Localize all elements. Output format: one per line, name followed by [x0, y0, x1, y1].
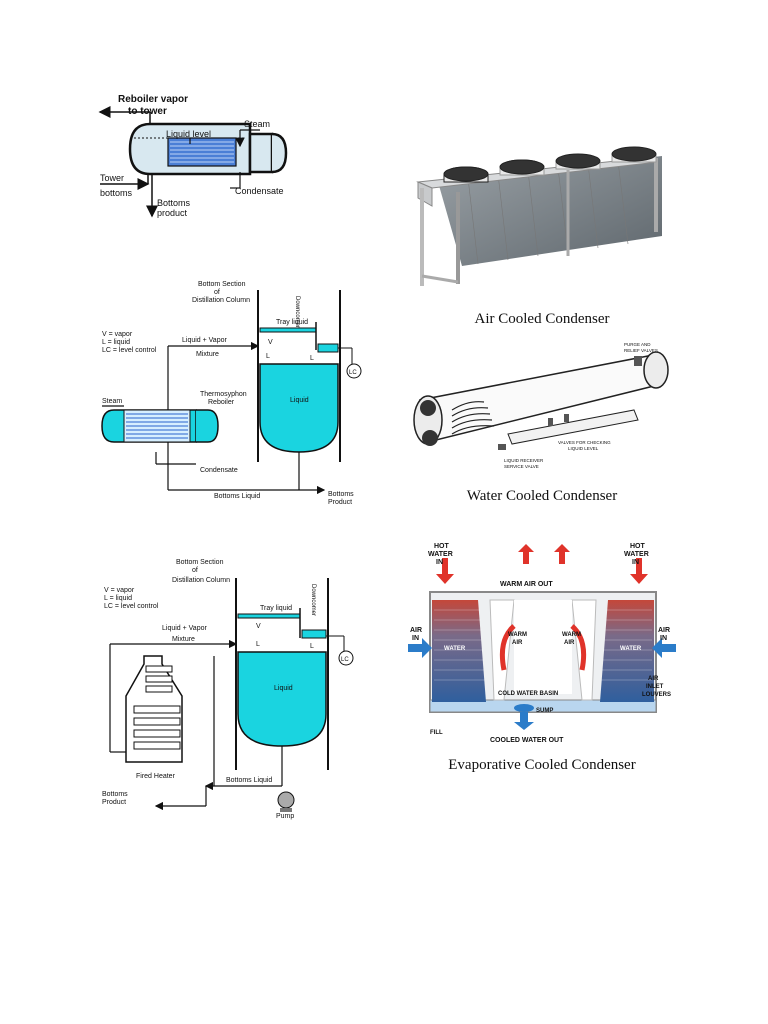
evaporative-caption: Evaporative Cooled Condenser	[448, 757, 636, 773]
legend-level-control: LC = level control	[104, 603, 159, 610]
fired-heater-label: Fired Heater	[136, 773, 176, 780]
air-in-left-2: IN	[412, 635, 419, 642]
level-control-marker: LC	[349, 370, 357, 376]
legend-vapor: V = vapor	[104, 587, 135, 594]
downcomer-label: Downcomer	[294, 296, 300, 328]
bottom-section-label-1: Bottom Section	[176, 559, 224, 566]
tray-liquid-label: Tray liquid	[276, 319, 308, 326]
warm-air-out-label: WARM AIR OUT	[500, 581, 553, 588]
legend-liquid: L = liquid	[104, 595, 132, 602]
pump-label: Pump	[276, 813, 294, 820]
valves-label-2: LIQUID LEVEL	[568, 446, 599, 451]
bottoms-label: bottoms	[100, 188, 133, 198]
bottom-section-label-2: of	[214, 289, 220, 296]
warm-air-right-2: AIR	[564, 640, 575, 646]
condensate-label: Condensate	[235, 186, 284, 196]
water-left-label: WATER	[444, 646, 466, 652]
legend-liquid: L = liquid	[102, 339, 130, 346]
bottom-section-label-3: Distillation Column	[192, 297, 250, 304]
hot-water-left-1: HOT	[434, 543, 450, 550]
bottoms-product-label-1: Bottoms	[102, 791, 128, 798]
bottom-section-label-3: Distillation Column	[172, 577, 230, 584]
bottoms-product-label-2: product	[157, 208, 188, 218]
liquid-vapor-label: Liquid + Vapor	[162, 625, 207, 632]
reboiler-label-2: Reboiler	[208, 399, 235, 406]
fill-label: FILL	[430, 730, 443, 736]
cooled-water-out-label: COOLED WATER OUT	[490, 737, 564, 744]
air-cooled-condenser-photo	[408, 136, 672, 296]
hot-water-right-1: HOT	[630, 543, 646, 550]
bottoms-product-label-1: Bottoms	[328, 491, 354, 498]
condensate-label: Condensate	[200, 467, 238, 474]
louvers-label-1: AIR	[648, 676, 659, 682]
louvers-label-3: LOUVERS	[642, 692, 671, 698]
evaporative-condenser-diagram: HOT WATER IN HOT WATER IN WARM AIR OUT A…	[404, 540, 680, 744]
tower-label: Tower	[100, 173, 124, 183]
level-control-marker: LC	[341, 657, 349, 663]
bottoms-liquid-label: Bottoms Liquid	[214, 493, 260, 500]
sump-label: SUMP	[536, 708, 553, 714]
mixture-label: Mixture	[196, 351, 219, 358]
receiver-label-1: LIQUID RECEIVER	[504, 458, 544, 463]
hot-water-right-3: IN	[632, 559, 639, 566]
air-in-left-1: AIR	[410, 627, 422, 634]
liquid-marker-2: L	[310, 355, 314, 362]
kettle-reboiler-diagram: Reboiler vapor to tower Liquid level Ste…	[90, 88, 310, 228]
hot-water-left-3: IN	[436, 559, 443, 566]
legend-vapor: V = vapor	[102, 331, 133, 338]
liquid-label: Liquid	[290, 397, 309, 404]
bottoms-product-label-1: Bottoms	[157, 198, 191, 208]
liquid-marker-1: L	[266, 353, 270, 360]
bottoms-liquid-label: Bottoms Liquid	[226, 777, 272, 784]
water-right-label: WATER	[620, 646, 642, 652]
fired-heater-reboiler-diagram: Bottom Section of Distillation Column V …	[96, 556, 366, 820]
air-cooled-caption: Air Cooled Condenser	[474, 311, 610, 327]
mixture-label: Mixture	[172, 636, 195, 643]
air-in-right-1: AIR	[658, 627, 670, 634]
bottom-section-label-1: Bottom Section	[198, 281, 246, 288]
liquid-vapor-label: Liquid + Vapor	[182, 337, 227, 344]
steam-label: Steam	[244, 119, 270, 129]
hot-water-left-2: WATER	[428, 551, 453, 558]
warm-air-right-1: WARM	[562, 632, 581, 638]
liquid-marker-2: L	[310, 643, 314, 650]
steam-label: Steam	[102, 398, 122, 405]
tray-liquid-label: Tray liquid	[260, 605, 292, 612]
reboiler-vapor-label: Reboiler vapor	[118, 94, 188, 105]
warm-air-left-1: WARM	[508, 632, 527, 638]
bottoms-product-label-2: Product	[328, 499, 352, 506]
water-cooled-condenser-photo: PURGE AND RELIEF VALVES VALVES FOR CHECK…	[408, 340, 678, 476]
valves-label-1: VALVES FOR CHECKING	[558, 440, 611, 445]
bottoms-product-label-2: Product	[102, 799, 126, 806]
purge-label-2: RELIEF VALVES	[624, 348, 658, 353]
legend-level-control: LC = level control	[102, 347, 157, 354]
water-cooled-caption: Water Cooled Condenser	[466, 488, 618, 504]
thermosyphon-reboiler-diagram: Bottom Section of Distillation Column V …	[96, 276, 366, 512]
bottom-section-label-2: of	[192, 567, 198, 574]
receiver-label-2: SERVICE VALVE	[504, 464, 539, 469]
hot-water-right-2: WATER	[624, 551, 649, 558]
reboiler-label-1: Thermosyphon	[200, 391, 247, 398]
vapor-marker: V	[268, 339, 273, 346]
air-in-right-2: IN	[660, 635, 667, 642]
liquid-marker-1: L	[256, 641, 260, 648]
downcomer-label: Downcomer	[310, 584, 316, 616]
cold-water-basin-label: COLD WATER BASIN	[498, 691, 558, 697]
liquid-level-label: Liquid level	[166, 129, 211, 139]
purge-label-1: PURGE AND	[624, 342, 651, 347]
liquid-label: Liquid	[274, 685, 293, 692]
vapor-marker: V	[256, 623, 261, 630]
to-tower-label: to tower	[128, 106, 167, 117]
louvers-label-2: INLET	[646, 684, 664, 690]
warm-air-left-2: AIR	[512, 640, 523, 646]
